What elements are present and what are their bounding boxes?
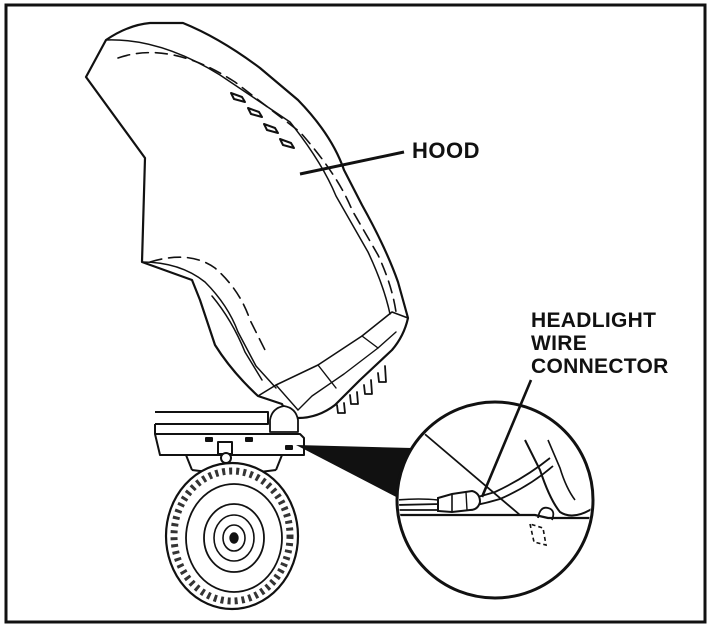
frame-bolt-2 <box>245 437 253 442</box>
callout-wedge <box>296 445 412 500</box>
hood-grille-panel <box>257 311 409 397</box>
frame-bolt-1 <box>205 437 213 442</box>
hood-dashed-top <box>117 51 397 313</box>
hood-leader-line <box>299 150 405 176</box>
hood-outline <box>84 21 410 420</box>
connector-seam-2 <box>465 491 468 511</box>
rim-hub <box>222 524 246 552</box>
frame-top-rail <box>155 411 269 425</box>
hood-hinge <box>269 405 299 433</box>
diagram-frame <box>4 3 707 624</box>
detail-hood-bracket-inner <box>547 439 576 501</box>
hood-grille-edge <box>275 335 379 411</box>
connector-label-line-2: WIRE <box>531 332 588 355</box>
hood-inner-line-2 <box>141 261 277 389</box>
detail-frame-plate <box>399 513 591 596</box>
hood-dashed-side <box>149 256 266 351</box>
hood-vent-2 <box>247 107 263 118</box>
hood-label: HOOD <box>412 138 480 163</box>
tractor-frame <box>154 411 305 474</box>
hood-inner-line-3 <box>211 295 263 381</box>
detail-hook <box>537 506 555 521</box>
detail-hidden-tab <box>528 522 548 547</box>
hood-inner-line-1 <box>105 39 391 315</box>
connector-label-line-1: HEADLIGHT <box>531 309 657 332</box>
rim-outer <box>203 503 265 573</box>
connector-leader-line <box>480 379 533 498</box>
headlight-wire-connector <box>437 489 482 514</box>
frame-bracket <box>217 441 233 455</box>
hood-vent-4 <box>279 138 295 149</box>
frame-bolt-3 <box>285 445 293 450</box>
hood-grille-inner <box>297 331 397 411</box>
detail-diagonal <box>419 429 521 516</box>
tire-tread <box>170 467 294 605</box>
front-wheel <box>164 461 300 611</box>
rim-mid <box>213 514 255 562</box>
detail-magnifier <box>395 400 595 600</box>
hood-vent-1 <box>230 92 246 103</box>
rim-center <box>229 532 239 544</box>
frame-pivot <box>220 452 232 464</box>
connector-label-line-3: CONNECTOR <box>531 355 669 378</box>
hood-grille-teeth <box>336 365 387 414</box>
detail-hood-bracket <box>524 439 591 517</box>
hood <box>84 21 410 433</box>
hood-vent-3 <box>263 123 279 134</box>
headlight-wire-connector-label: HEADLIGHT WIRE CONNECTOR <box>531 309 669 378</box>
detail-wire-left <box>399 498 439 501</box>
